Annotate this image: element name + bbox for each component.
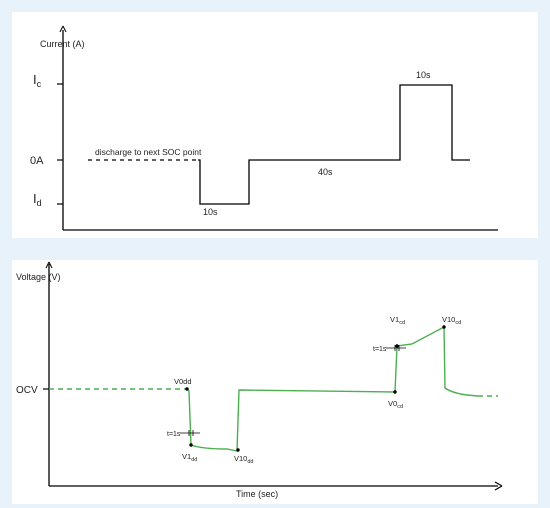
voltage-y-axis-label: Voltage (V) xyxy=(16,272,61,282)
t1-charge-ticks xyxy=(394,345,400,351)
ic-label: Ic xyxy=(33,72,42,89)
current-y-arrow xyxy=(59,25,67,33)
v10dd-point xyxy=(236,448,240,452)
voltage-response-diagram: Voltage (V) Time (sec) OCV t=1s t=1s V0d… xyxy=(16,261,503,499)
current-profile-panel: Current (A) Ic 0A Id discharge to next S… xyxy=(12,12,538,238)
t1-charge-label: t=1s xyxy=(373,346,387,353)
ocv-label: OCV xyxy=(16,385,38,396)
v1cd-point xyxy=(395,344,399,348)
voltage-y-arrow xyxy=(45,261,53,269)
v0dd-point xyxy=(185,387,189,391)
id-label: Id xyxy=(33,191,42,208)
voltage-response-line xyxy=(186,325,479,452)
current-profile-diagram: Current (A) Ic 0A Id discharge to next S… xyxy=(30,25,498,231)
v1dd-label: V1dd xyxy=(182,452,197,463)
v0dd-label: V0dd xyxy=(174,377,192,386)
v10cd-point xyxy=(442,325,446,329)
voltage-response-panel: Voltage (V) Time (sec) OCV t=1s t=1s V0d… xyxy=(12,260,538,504)
current-y-axis-label: Current (A) xyxy=(40,39,85,49)
time-x-axis-label: Time (sec) xyxy=(236,489,278,499)
charge-pulse-duration: 10s xyxy=(416,70,431,80)
zero-amp-label: 0A xyxy=(30,155,44,167)
v1dd-point xyxy=(189,443,193,447)
v10cd-label: V10cd xyxy=(442,315,461,326)
t1-discharge-ticks xyxy=(188,430,194,436)
v0cd-label: V0cd xyxy=(388,399,403,410)
discharge-pulse-duration: 10s xyxy=(203,207,218,217)
v1cd-label: V1cd xyxy=(390,315,405,326)
current-profile-line xyxy=(198,84,470,205)
rest-duration: 40s xyxy=(318,167,333,177)
t1-discharge-label: t=1s xyxy=(167,431,181,438)
time-x-arrow xyxy=(494,481,503,491)
v0cd-point xyxy=(393,390,397,394)
discharge-annotation: discharge to next SOC point xyxy=(95,147,202,157)
v10dd-label: V10dd xyxy=(234,454,253,465)
